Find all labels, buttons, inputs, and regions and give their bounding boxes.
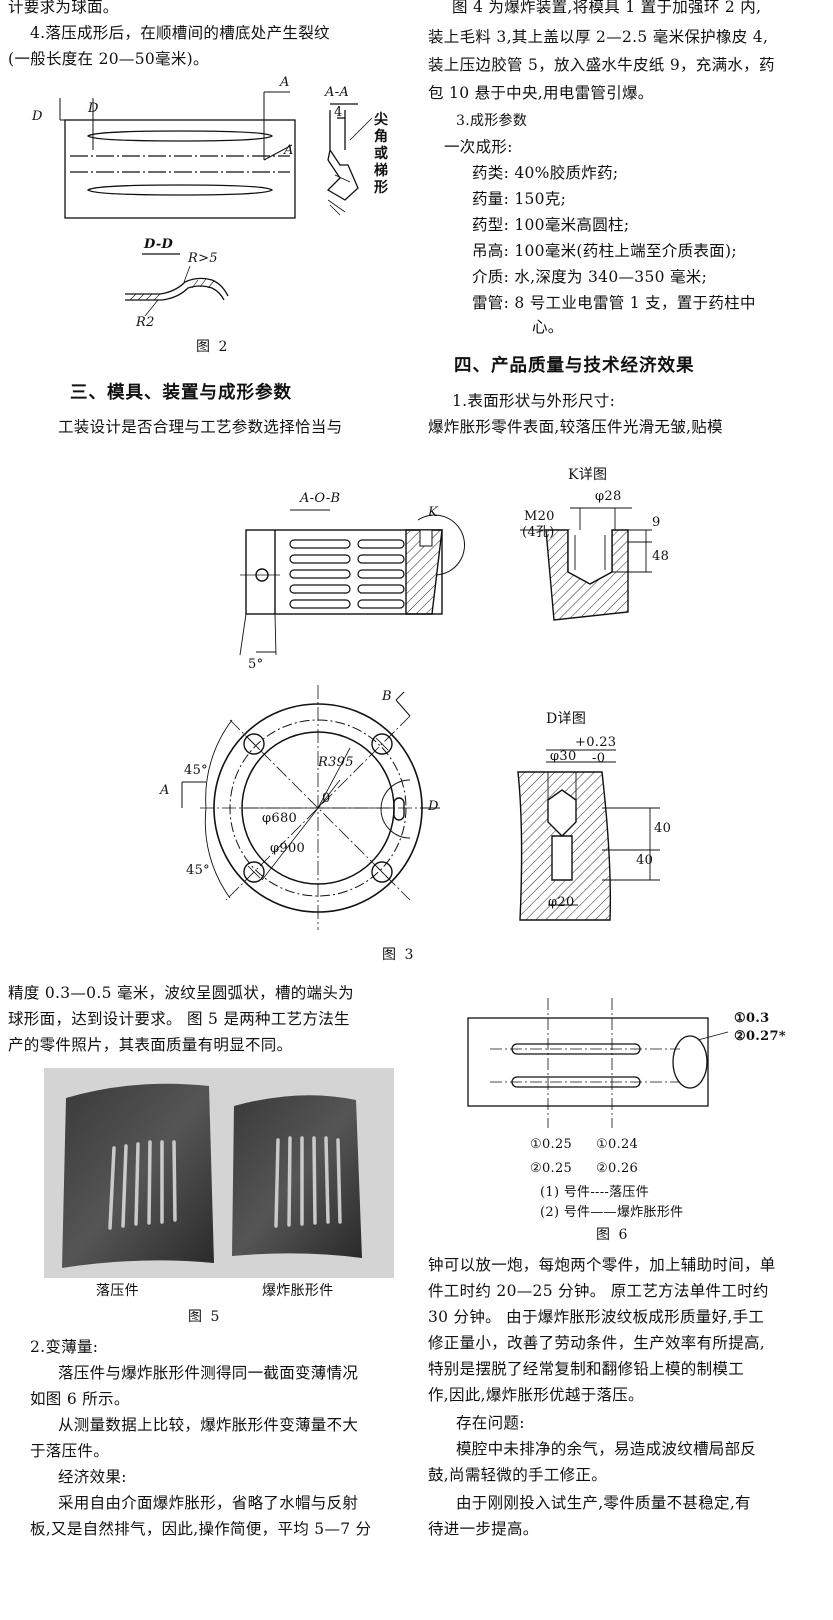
param-item: 药类: 40%胶质炸药;: [472, 164, 619, 182]
param-item: 心。: [532, 318, 564, 336]
label-D-D: D-D: [144, 237, 174, 252]
label-D: D: [32, 109, 43, 124]
label-D: D: [428, 799, 439, 814]
text-line: 球形面，达到设计要求。 图 5 是两种工艺方法生: [8, 1010, 350, 1028]
text-line: 精度 0.3—0.5 毫米，波纹呈圆弧状，槽的端头为: [8, 984, 354, 1002]
text-line: 于落压件。: [30, 1442, 110, 1460]
label-phi28: φ28: [595, 489, 622, 504]
figure-caption: 图 3: [382, 947, 416, 963]
label-M20: M20: [524, 509, 555, 524]
label-A: A: [160, 783, 170, 798]
text-line: 一次成形:: [444, 138, 513, 156]
label-R2: R2: [136, 315, 155, 330]
param-item: 雷管: 8 号工业电雷管 1 支，置于药柱中: [472, 294, 756, 312]
text-line: 工装设计是否合理与工艺参数选择恰当与: [58, 418, 343, 436]
label-A: A: [284, 143, 294, 158]
label-A-O-B: A-O-B: [300, 491, 341, 506]
label-K: K: [428, 505, 439, 520]
text-line: 特别是摆脱了经常复制和翻修铅上模的制模工: [428, 1360, 745, 1378]
param-item: 药量: 150克;: [472, 190, 567, 208]
text-line: 经济效果:: [58, 1468, 127, 1486]
text-line: 模腔中未排净的余气，易造成波纹槽局部反: [456, 1440, 757, 1458]
subheading: 3.成形参数: [456, 113, 528, 129]
label-45deg: 45°: [186, 863, 210, 878]
k-detail-title: K详图: [568, 467, 608, 483]
text-line: 产的零件照片，其表面质量有明显不同。: [8, 1036, 293, 1054]
measure-value: ②0.26: [596, 1161, 639, 1176]
text-line: (一般长度在 20—50毫米)。: [8, 50, 209, 68]
label-4: 4: [334, 105, 343, 120]
figure-5-photo: [44, 1068, 394, 1278]
text-line: 件工时约 20—25 分钟。 原工艺方法单件工时约: [428, 1282, 769, 1300]
legend-item: (1) 号件----落压件: [540, 1185, 650, 1200]
label-A: A: [280, 75, 290, 90]
text-line: 修正量小，改善了劳动条件，生产效率有所提高,: [428, 1334, 766, 1352]
label-45deg: 45°: [184, 763, 208, 778]
label-D: D: [88, 101, 99, 116]
text-line: 落压件与爆炸胀形件测得同一截面变薄情况: [58, 1364, 359, 1382]
text-line: 作,因此,爆炸胀形优越于落压。: [428, 1386, 644, 1404]
side-note: 尖角或梯形: [374, 112, 388, 196]
measure-value: ①0.24: [596, 1137, 639, 1152]
label-phi30: φ30: [550, 749, 577, 764]
param-item: 介质: 水,深度为 340—350 毫米;: [472, 268, 708, 286]
section-heading: 四、产品质量与技术经济效果: [454, 356, 695, 376]
text-line: 板,又是自然排气，因此,操作简便，平均 5—7 分: [30, 1520, 372, 1538]
figure-6-drawing: [467, 998, 729, 1128]
label-R5: R>5: [188, 251, 218, 266]
param-item: 药型: 100毫米高圆柱;: [472, 216, 630, 234]
label-5deg: 5°: [248, 657, 264, 672]
text-line: 爆炸胀形零件表面,较落压件光滑无皱,贴模: [428, 418, 723, 436]
param-item: 吊高: 100毫米(药柱上端至介质表面);: [472, 242, 737, 260]
label-40: 40: [636, 853, 654, 868]
label-9: 9: [652, 515, 661, 530]
label-B: B: [382, 689, 392, 704]
label-phi20: φ20: [548, 895, 575, 910]
text-line: 装上压边胶管 5，放入盛水牛皮纸 9，充满水，药: [428, 56, 775, 74]
photo-label: 爆炸胀形件: [262, 1283, 334, 1299]
d-detail-title: D详图: [546, 711, 587, 727]
figure-caption: 图 6: [596, 1227, 630, 1243]
label-A-A: A-A: [325, 85, 350, 100]
measure-value: ①0.3: [734, 1011, 770, 1026]
figure-3-drawing: [181, 507, 660, 930]
text-line: 鼓,尚需轻微的手工修正。: [428, 1466, 608, 1484]
subheading: 2.变薄量:: [30, 1338, 99, 1356]
text-line: 装上毛料 3,其上盖以厚 2—2.5 毫米保护橡皮 4,: [428, 28, 769, 46]
label-tolerance-zero: -0: [592, 751, 606, 766]
label-phi680: φ680: [262, 811, 298, 826]
section-heading: 三、模具、装置与成形参数: [70, 383, 292, 403]
label-0: 0: [322, 791, 331, 806]
label-48: 48: [652, 549, 670, 564]
text-line: 4.落压成形后，在顺槽间的槽底处产生裂纹: [30, 24, 330, 42]
label-R395: R395: [318, 755, 354, 770]
measure-value: ②0.25: [530, 1161, 573, 1176]
legend-item: (2) 号件——爆炸胀形件: [540, 1205, 684, 1220]
text-line: 存在问题:: [456, 1414, 525, 1432]
text-line: 30 分钟。 由于爆炸胀形波纹板成形质量好,手工: [428, 1308, 765, 1326]
text-line: 包 10 悬于中央,用电雷管引爆。: [428, 84, 654, 102]
label-phi900: φ900: [270, 841, 306, 856]
measure-value: ②0.27*: [734, 1029, 786, 1044]
text-line: 钟可以放一炮，每炮两个零件，加上辅助时间，单: [428, 1256, 776, 1274]
figure-2-drawing: [59, 91, 373, 317]
photo-label: 落压件: [96, 1283, 139, 1299]
text-line: 待进一步提高。: [428, 1520, 539, 1538]
label-40: 40: [654, 821, 672, 836]
figure-caption: 图 5: [188, 1309, 222, 1325]
text-line: 由于刚刚投入试生产,零件质量不甚稳定,有: [456, 1494, 751, 1512]
text-line: 如图 6 所示。: [30, 1390, 130, 1408]
subheading: 1.表面形状与外形尺寸:: [452, 392, 616, 410]
text-line: 计要求为球面。: [8, 0, 119, 16]
figure-caption: 图 2: [196, 339, 230, 355]
label-tolerance-plus: +0.23: [575, 735, 617, 750]
label-4-holes: (4孔): [522, 525, 555, 540]
text-line: 从测量数据上比较，爆炸胀形件变薄量不大: [58, 1416, 359, 1434]
text-line: 采用自由介面爆炸胀形，省略了水帽与反射: [58, 1494, 359, 1512]
measure-value: ①0.25: [530, 1137, 573, 1152]
text-line: 图 4 为爆炸装置,将模具 1 置于加强环 2 内,: [452, 0, 762, 16]
